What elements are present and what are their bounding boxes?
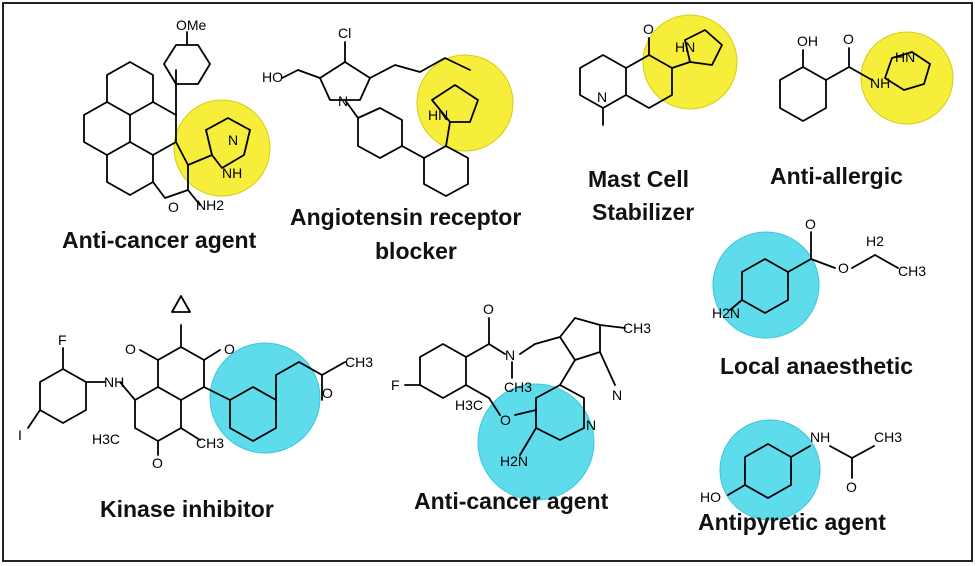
label-anticancer-2: Anti-cancer agent — [414, 488, 609, 514]
atom-ho: HO — [700, 489, 721, 505]
atom-ch3: CH3 — [345, 354, 373, 370]
atom-o: O — [483, 301, 494, 317]
atom-ho: HO — [262, 69, 283, 85]
atom-h2n: H2N — [712, 305, 740, 321]
tetrazole-highlight-2 — [416, 54, 514, 152]
atom-n: N — [586, 417, 596, 433]
aniline-highlight-benzocaine — [712, 231, 820, 339]
atom-h2n: H2N — [500, 453, 528, 469]
atom-o: O — [500, 412, 511, 428]
atom-nh2: NH2 — [196, 197, 224, 213]
atom-h3c: H3C — [455, 397, 483, 413]
label-anti-allergic: Anti-allergic — [770, 163, 903, 189]
atom-o: O — [168, 199, 179, 215]
atom-i: I — [18, 427, 22, 443]
label-angiotensin-line2: blocker — [375, 238, 457, 264]
molecule-angiotensin-blocker — [281, 41, 479, 197]
tetrazole-highlight-4 — [860, 31, 954, 125]
aniline-highlight-kinase — [209, 342, 321, 454]
atom-o: O — [125, 341, 136, 357]
atom-n: N — [505, 347, 515, 363]
atom-nh: NH — [870, 75, 890, 91]
phenol-highlight-paracetamol — [719, 419, 821, 521]
atom-o: O — [838, 260, 849, 276]
atom-cl: Cl — [338, 25, 351, 41]
label-antipyretic: Antipyretic agent — [698, 509, 886, 535]
atom-ch3: CH3 — [623, 320, 651, 336]
atom-hn: HN — [428, 107, 448, 123]
atom-ch3: CH3 — [874, 429, 902, 445]
atom-oh: OH — [797, 33, 818, 49]
tetrazole-highlight-1 — [173, 99, 271, 197]
label-kinase-inhibitor: Kinase inhibitor — [100, 496, 274, 522]
atom-f: F — [391, 377, 400, 393]
label-local-anaesthetic: Local anaesthetic — [720, 353, 914, 379]
atom-n: N — [612, 387, 622, 403]
atom-o: O — [843, 31, 854, 47]
atom-nh: NH — [104, 374, 124, 390]
atom-o: O — [224, 341, 235, 357]
label-angiotensin-line1: Angiotensin receptor — [290, 204, 522, 230]
atom-nh: NH — [810, 429, 830, 445]
molecule-anticancer-2 — [404, 317, 626, 456]
molecule-kinase-inhibitor — [27, 295, 346, 456]
molecule-local-anaesthetic — [729, 231, 899, 314]
atom-h2: H2 — [866, 233, 884, 249]
atom-ch3: CH3 — [504, 379, 532, 395]
atom-o: O — [846, 479, 857, 495]
molecule-mast-cell-stabilizer — [579, 29, 723, 126]
aminopyridine-highlight — [477, 383, 595, 501]
atom-f: F — [58, 332, 67, 348]
atom-ch3: CH3 — [196, 435, 224, 451]
atom-n: N — [338, 93, 348, 109]
atom-nh: NH — [222, 165, 242, 181]
atom-n: N — [228, 132, 238, 148]
molecule-antipyretic — [727, 443, 875, 499]
atom-h3c: H3C — [92, 431, 120, 447]
label-mast-line2: Stabilizer — [592, 199, 695, 225]
label-mast-line1: Mast Cell — [588, 166, 689, 192]
atom-o: O — [643, 21, 654, 37]
atom-n: N — [597, 89, 607, 105]
atom-hn: HN — [895, 49, 915, 65]
atom-ch3: CH3 — [898, 263, 926, 279]
atom-o: O — [322, 385, 333, 401]
atom-hn: HN — [675, 39, 695, 55]
molecule-anticancer-1 — [83, 31, 251, 206]
molecule-anti-allergic — [779, 47, 931, 122]
atom-o: O — [152, 455, 163, 471]
atom-ome: OMe — [176, 17, 207, 33]
label-anticancer-1: Anti-cancer agent — [62, 227, 257, 253]
atom-o: O — [805, 216, 816, 232]
